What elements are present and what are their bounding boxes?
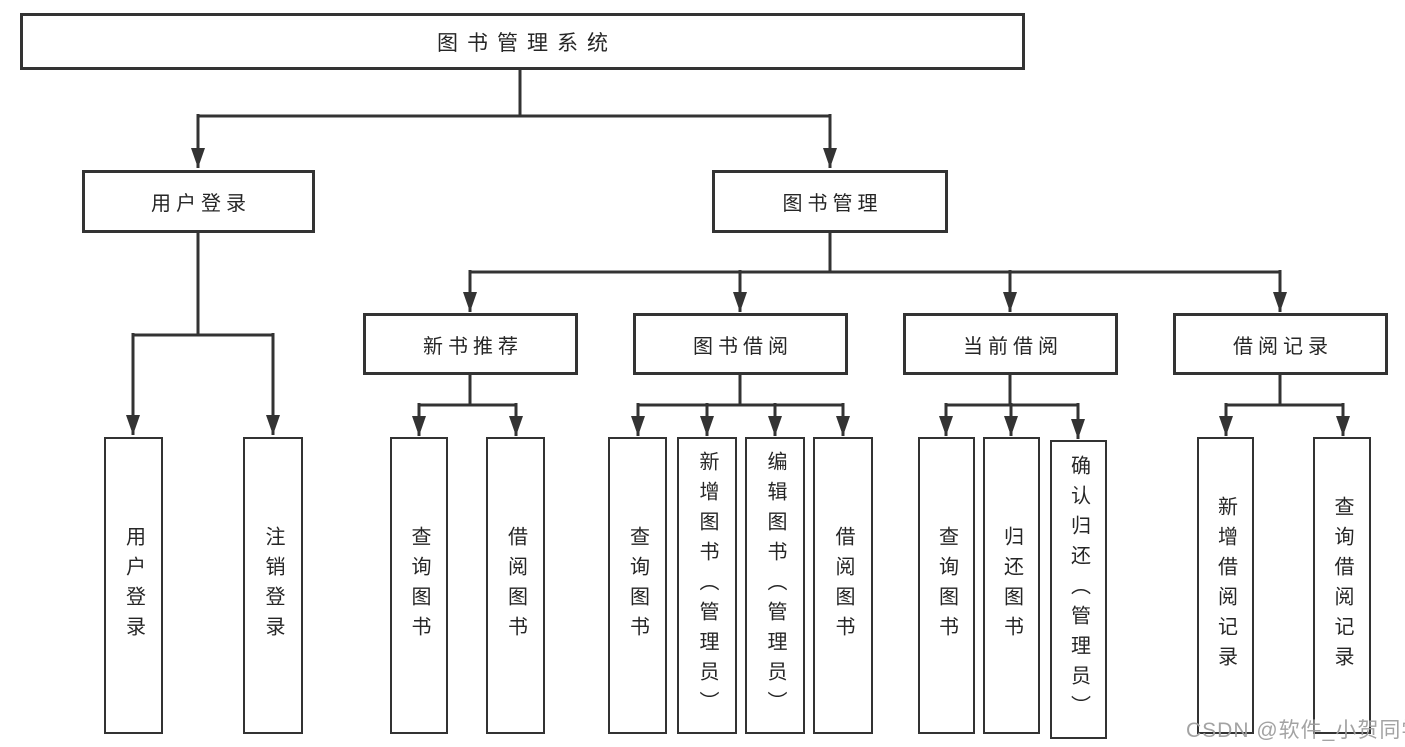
leaf-return-books: 归还图书 bbox=[983, 437, 1040, 734]
leaf-borrow-books: 借阅图书 bbox=[486, 437, 545, 734]
node-library-management-system: 图书管理系统 bbox=[20, 13, 1025, 70]
node-book-management: 图书管理 bbox=[712, 170, 948, 233]
node-label: 借阅图书 bbox=[504, 525, 527, 646]
leaf-add-books-admin: 新增图书（管理员） bbox=[677, 437, 737, 734]
node-current-borrowing: 当前借阅 bbox=[903, 313, 1118, 375]
leaf-query-books: 查询图书 bbox=[918, 437, 975, 734]
leaf-edit-books-admin: 编辑图书（管理员） bbox=[745, 437, 805, 734]
node-label: 查询图书 bbox=[408, 525, 430, 646]
leaf-query-books: 查询图书 bbox=[390, 437, 448, 734]
node-user-login: 用户登录 bbox=[82, 170, 315, 233]
leaf-add-borrow-record: 新增借阅记录 bbox=[1197, 437, 1254, 734]
leaf-query-borrow-record: 查询借阅记录 bbox=[1313, 437, 1371, 734]
node-book-borrowing: 图书借阅 bbox=[633, 313, 848, 375]
node-label: 查询图书 bbox=[626, 525, 649, 646]
leaf-borrow-books: 借阅图书 bbox=[813, 437, 873, 734]
node-borrowing-records: 借阅记录 bbox=[1173, 313, 1388, 375]
node-label: 图书借阅 bbox=[693, 335, 793, 358]
node-label: 图书管理 bbox=[782, 193, 883, 215]
node-label: 编辑图书（管理员） bbox=[764, 450, 786, 721]
node-label: 借阅图书 bbox=[832, 525, 854, 646]
node-label: 归还图书 bbox=[1000, 525, 1023, 646]
node-label: 确认归还（管理员） bbox=[1067, 454, 1090, 725]
node-label: 用户登录 bbox=[151, 193, 251, 215]
leaf-confirm-return-admin: 确认归还（管理员） bbox=[1050, 440, 1107, 739]
node-label: 当前借阅 bbox=[963, 335, 1063, 358]
csdn-watermark: CSDN @软件_小贺同学 bbox=[1186, 719, 1405, 742]
leaf-logout: 注销登录 bbox=[243, 437, 303, 734]
leaf-query-books: 查询图书 bbox=[608, 437, 667, 734]
node-label: 查询借阅记录 bbox=[1331, 495, 1353, 676]
node-label: 新增图书（管理员） bbox=[696, 450, 718, 721]
leaf-user-login: 用户登录 bbox=[104, 437, 163, 734]
node-label: 用户登录 bbox=[122, 525, 145, 646]
node-label: 查询图书 bbox=[935, 525, 958, 646]
node-label: 新书推荐 bbox=[423, 335, 523, 358]
node-label: 新增借阅记录 bbox=[1214, 495, 1237, 676]
node-label: 图书管理系统 bbox=[437, 31, 617, 55]
node-new-book-recommendation: 新书推荐 bbox=[363, 313, 578, 375]
node-label: 借阅记录 bbox=[1233, 335, 1333, 358]
node-label: 注销登录 bbox=[262, 525, 284, 646]
